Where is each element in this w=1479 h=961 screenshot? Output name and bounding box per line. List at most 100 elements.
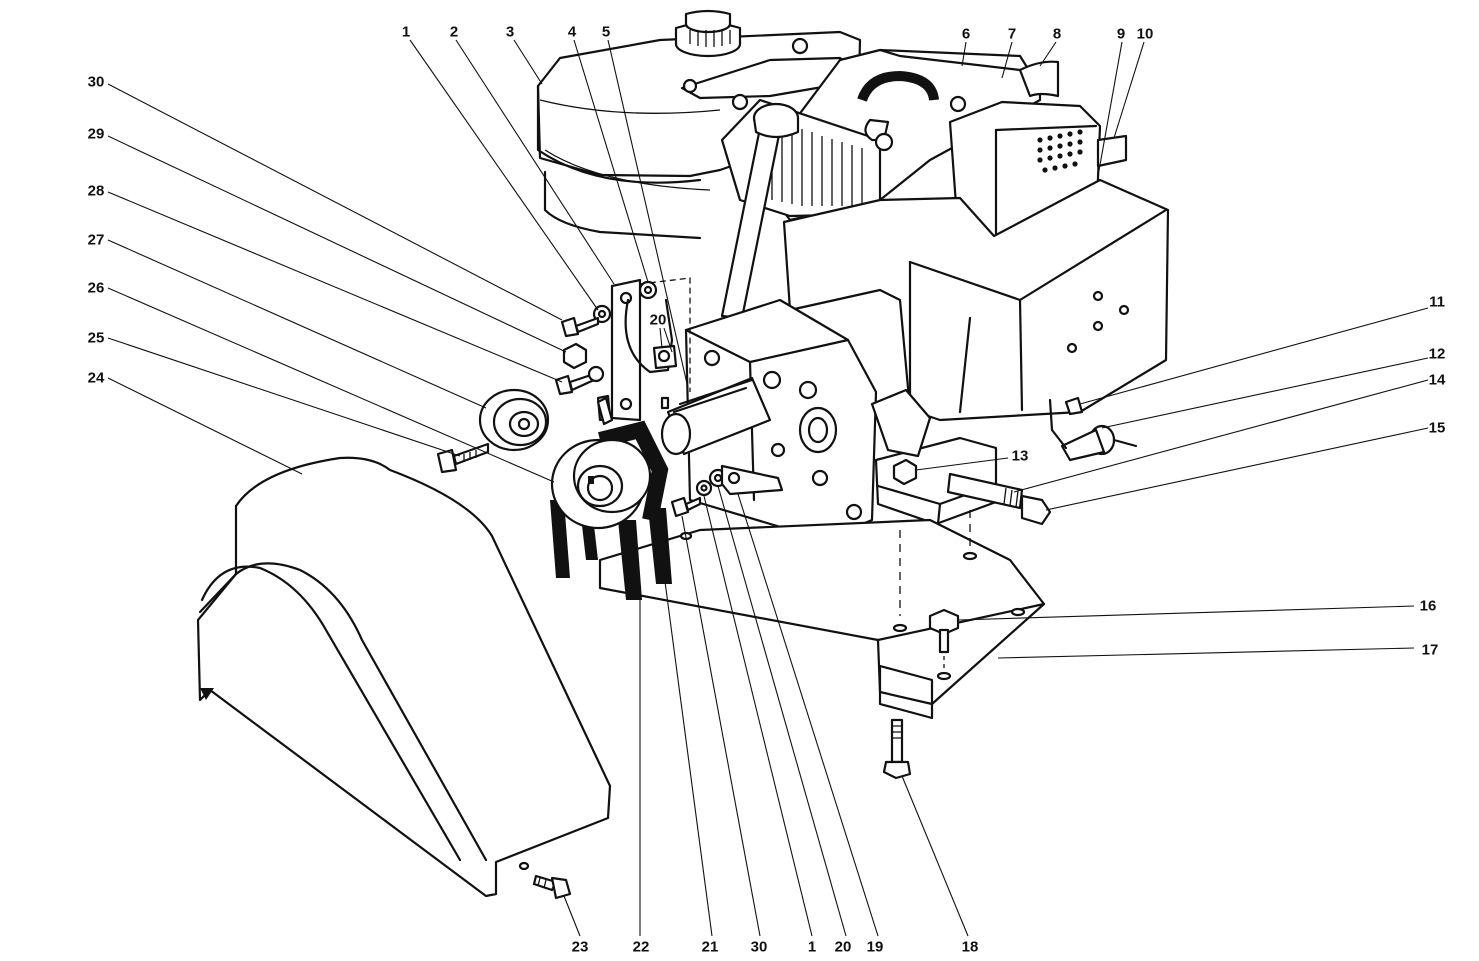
part-29	[562, 342, 588, 370]
leader-5	[607, 39, 689, 389]
leader-26	[107, 287, 555, 483]
callout-20-top[interactable]: 20	[649, 311, 667, 329]
callout-16[interactable]: 16	[1419, 597, 1437, 615]
callout-11[interactable]: 11	[1429, 293, 1445, 311]
part-16	[928, 608, 960, 654]
callout-15[interactable]: 15	[1428, 419, 1446, 437]
leader-lines	[107, 39, 1429, 937]
leader-2	[455, 39, 615, 285]
callout-23[interactable]: 23	[571, 938, 589, 956]
callout-9[interactable]: 9	[1116, 25, 1126, 43]
callout-14[interactable]: 14	[1428, 371, 1446, 389]
leader-16	[957, 605, 1415, 621]
callout-22[interactable]: 22	[632, 938, 650, 956]
callout-21[interactable]: 21	[701, 938, 719, 956]
leader-11	[1079, 307, 1429, 405]
leader-18	[901, 775, 969, 937]
callout-26[interactable]: 26	[87, 279, 105, 297]
callout-12[interactable]: 12	[1428, 345, 1446, 363]
part-4	[638, 280, 658, 300]
engine-block	[782, 178, 1170, 422]
leader-10	[1113, 41, 1145, 139]
callout-19[interactable]: 19	[866, 938, 884, 956]
part-12	[1048, 398, 1138, 462]
leader-29	[107, 135, 567, 353]
shaft-key	[596, 396, 614, 426]
part-2	[610, 277, 691, 422]
leader-30-top	[107, 83, 563, 321]
leader-4	[573, 39, 649, 283]
leader-6	[961, 41, 967, 67]
part-30-bottom	[670, 496, 702, 518]
leader-23	[563, 895, 581, 937]
leader-20-bottom	[717, 485, 847, 937]
leader-27	[107, 239, 487, 409]
leader-7	[1001, 41, 1013, 79]
output-shaft	[660, 376, 772, 456]
leader-3	[513, 39, 543, 85]
leader-20-top	[659, 327, 663, 349]
part-7	[857, 70, 967, 152]
leader-24	[107, 377, 303, 475]
callout-1-top[interactable]: 1	[401, 23, 411, 41]
part-15	[1020, 494, 1052, 526]
part-21	[550, 438, 652, 530]
leader-15	[1045, 427, 1429, 511]
callout-29[interactable]: 29	[87, 125, 105, 143]
part-18	[882, 718, 912, 780]
leader-1-top	[409, 39, 599, 311]
part-13	[892, 458, 918, 486]
part-17	[598, 518, 1046, 720]
leader-20-top-b	[663, 327, 673, 353]
callout-3[interactable]: 3	[505, 23, 515, 41]
leader-25	[107, 337, 461, 457]
idler-spring	[624, 298, 674, 374]
callout-28[interactable]: 28	[87, 182, 105, 200]
leader-30-bottom	[681, 515, 761, 937]
leader-21	[663, 573, 713, 937]
part-20-top	[652, 344, 678, 370]
leader-1-bottom	[703, 495, 813, 937]
callout-6[interactable]: 6	[961, 25, 971, 43]
part-28	[554, 365, 605, 396]
leader-13	[915, 457, 1009, 471]
callout-7[interactable]: 7	[1007, 25, 1017, 43]
fuel-cap	[674, 9, 742, 58]
part-30-top	[560, 316, 600, 338]
callout-20-bottom[interactable]: 20	[834, 938, 852, 956]
callout-10[interactable]: 10	[1136, 25, 1154, 43]
callout-5[interactable]: 5	[601, 23, 611, 41]
callout-8[interactable]: 8	[1052, 25, 1062, 43]
part-14	[946, 472, 1024, 510]
part-1-bottom	[695, 479, 713, 497]
callout-30-top[interactable]: 30	[87, 73, 105, 91]
part-8	[1018, 60, 1060, 98]
part-24	[196, 456, 612, 898]
leader-17	[997, 647, 1415, 659]
part-10	[1096, 134, 1128, 168]
part-11	[1064, 396, 1084, 416]
leader-12	[1101, 357, 1429, 429]
callout-24[interactable]: 24	[87, 369, 105, 387]
callout-27[interactable]: 27	[87, 231, 105, 249]
leader-19	[737, 493, 879, 937]
callout-2[interactable]: 2	[449, 23, 459, 41]
leader-8	[1039, 41, 1057, 67]
callout-25[interactable]: 25	[87, 329, 105, 347]
callout-18[interactable]: 18	[961, 938, 979, 956]
part-27	[478, 388, 550, 452]
part-25	[436, 442, 490, 474]
part-23	[532, 874, 572, 900]
callout-4[interactable]: 4	[567, 23, 577, 41]
callout-30-bottom[interactable]: 30	[750, 938, 768, 956]
callout-1-bottom[interactable]: 1	[807, 938, 817, 956]
leader-14	[1013, 379, 1429, 493]
leader-28	[107, 191, 563, 383]
callout-13[interactable]: 13	[1011, 447, 1029, 465]
part-19	[720, 464, 784, 496]
leader-9	[1097, 41, 1123, 177]
callout-17[interactable]: 17	[1421, 641, 1439, 659]
assembly-lines	[899, 510, 971, 668]
part-22	[550, 420, 672, 600]
